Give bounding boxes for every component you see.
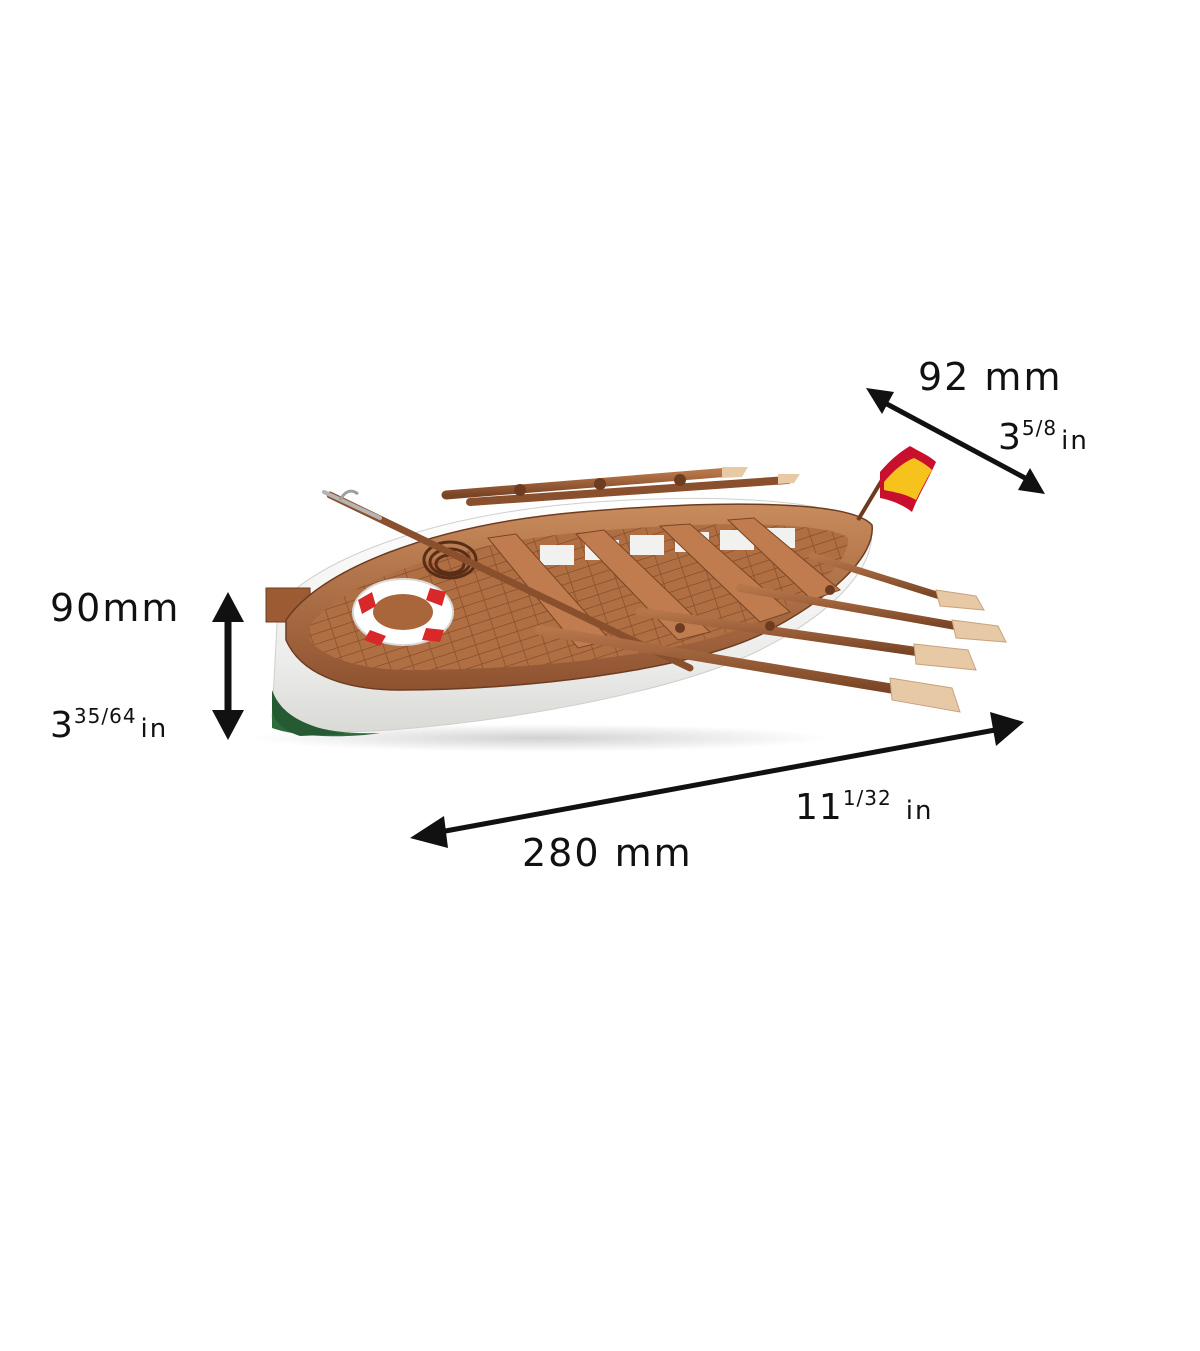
length-imperial-label: 111/32 in — [795, 788, 933, 826]
deployed-oars — [535, 552, 1007, 713]
height-imperial-fraction: 35/64 — [73, 704, 137, 728]
length-imperial-unit: in — [905, 796, 934, 826]
height-imperial-unit: in — [140, 714, 169, 744]
width-imperial-whole: 3 — [998, 417, 1022, 458]
boat-thwarts — [487, 517, 841, 649]
width-dimension-arrow — [866, 388, 1045, 494]
ground-shadow — [250, 724, 830, 752]
length-dimension-arrow — [410, 712, 1024, 848]
length-metric-label: 280 mm — [522, 831, 693, 875]
spanish-flag — [856, 446, 936, 522]
width-imperial-unit: in — [1061, 426, 1089, 456]
width-metric-label: 92 mm — [918, 355, 1063, 399]
lifebuoy — [352, 578, 454, 646]
height-imperial-whole: 3 — [50, 705, 74, 746]
length-imperial-fraction: 1/32 — [842, 786, 892, 810]
width-imperial-fraction: 5/8 — [1021, 416, 1058, 440]
stowed-oars — [441, 467, 800, 506]
height-metric-label: 90mm — [50, 586, 181, 630]
height-dimension-arrow — [212, 592, 244, 740]
length-imperial-whole: 11 — [795, 787, 843, 828]
boat-hook — [322, 489, 694, 672]
